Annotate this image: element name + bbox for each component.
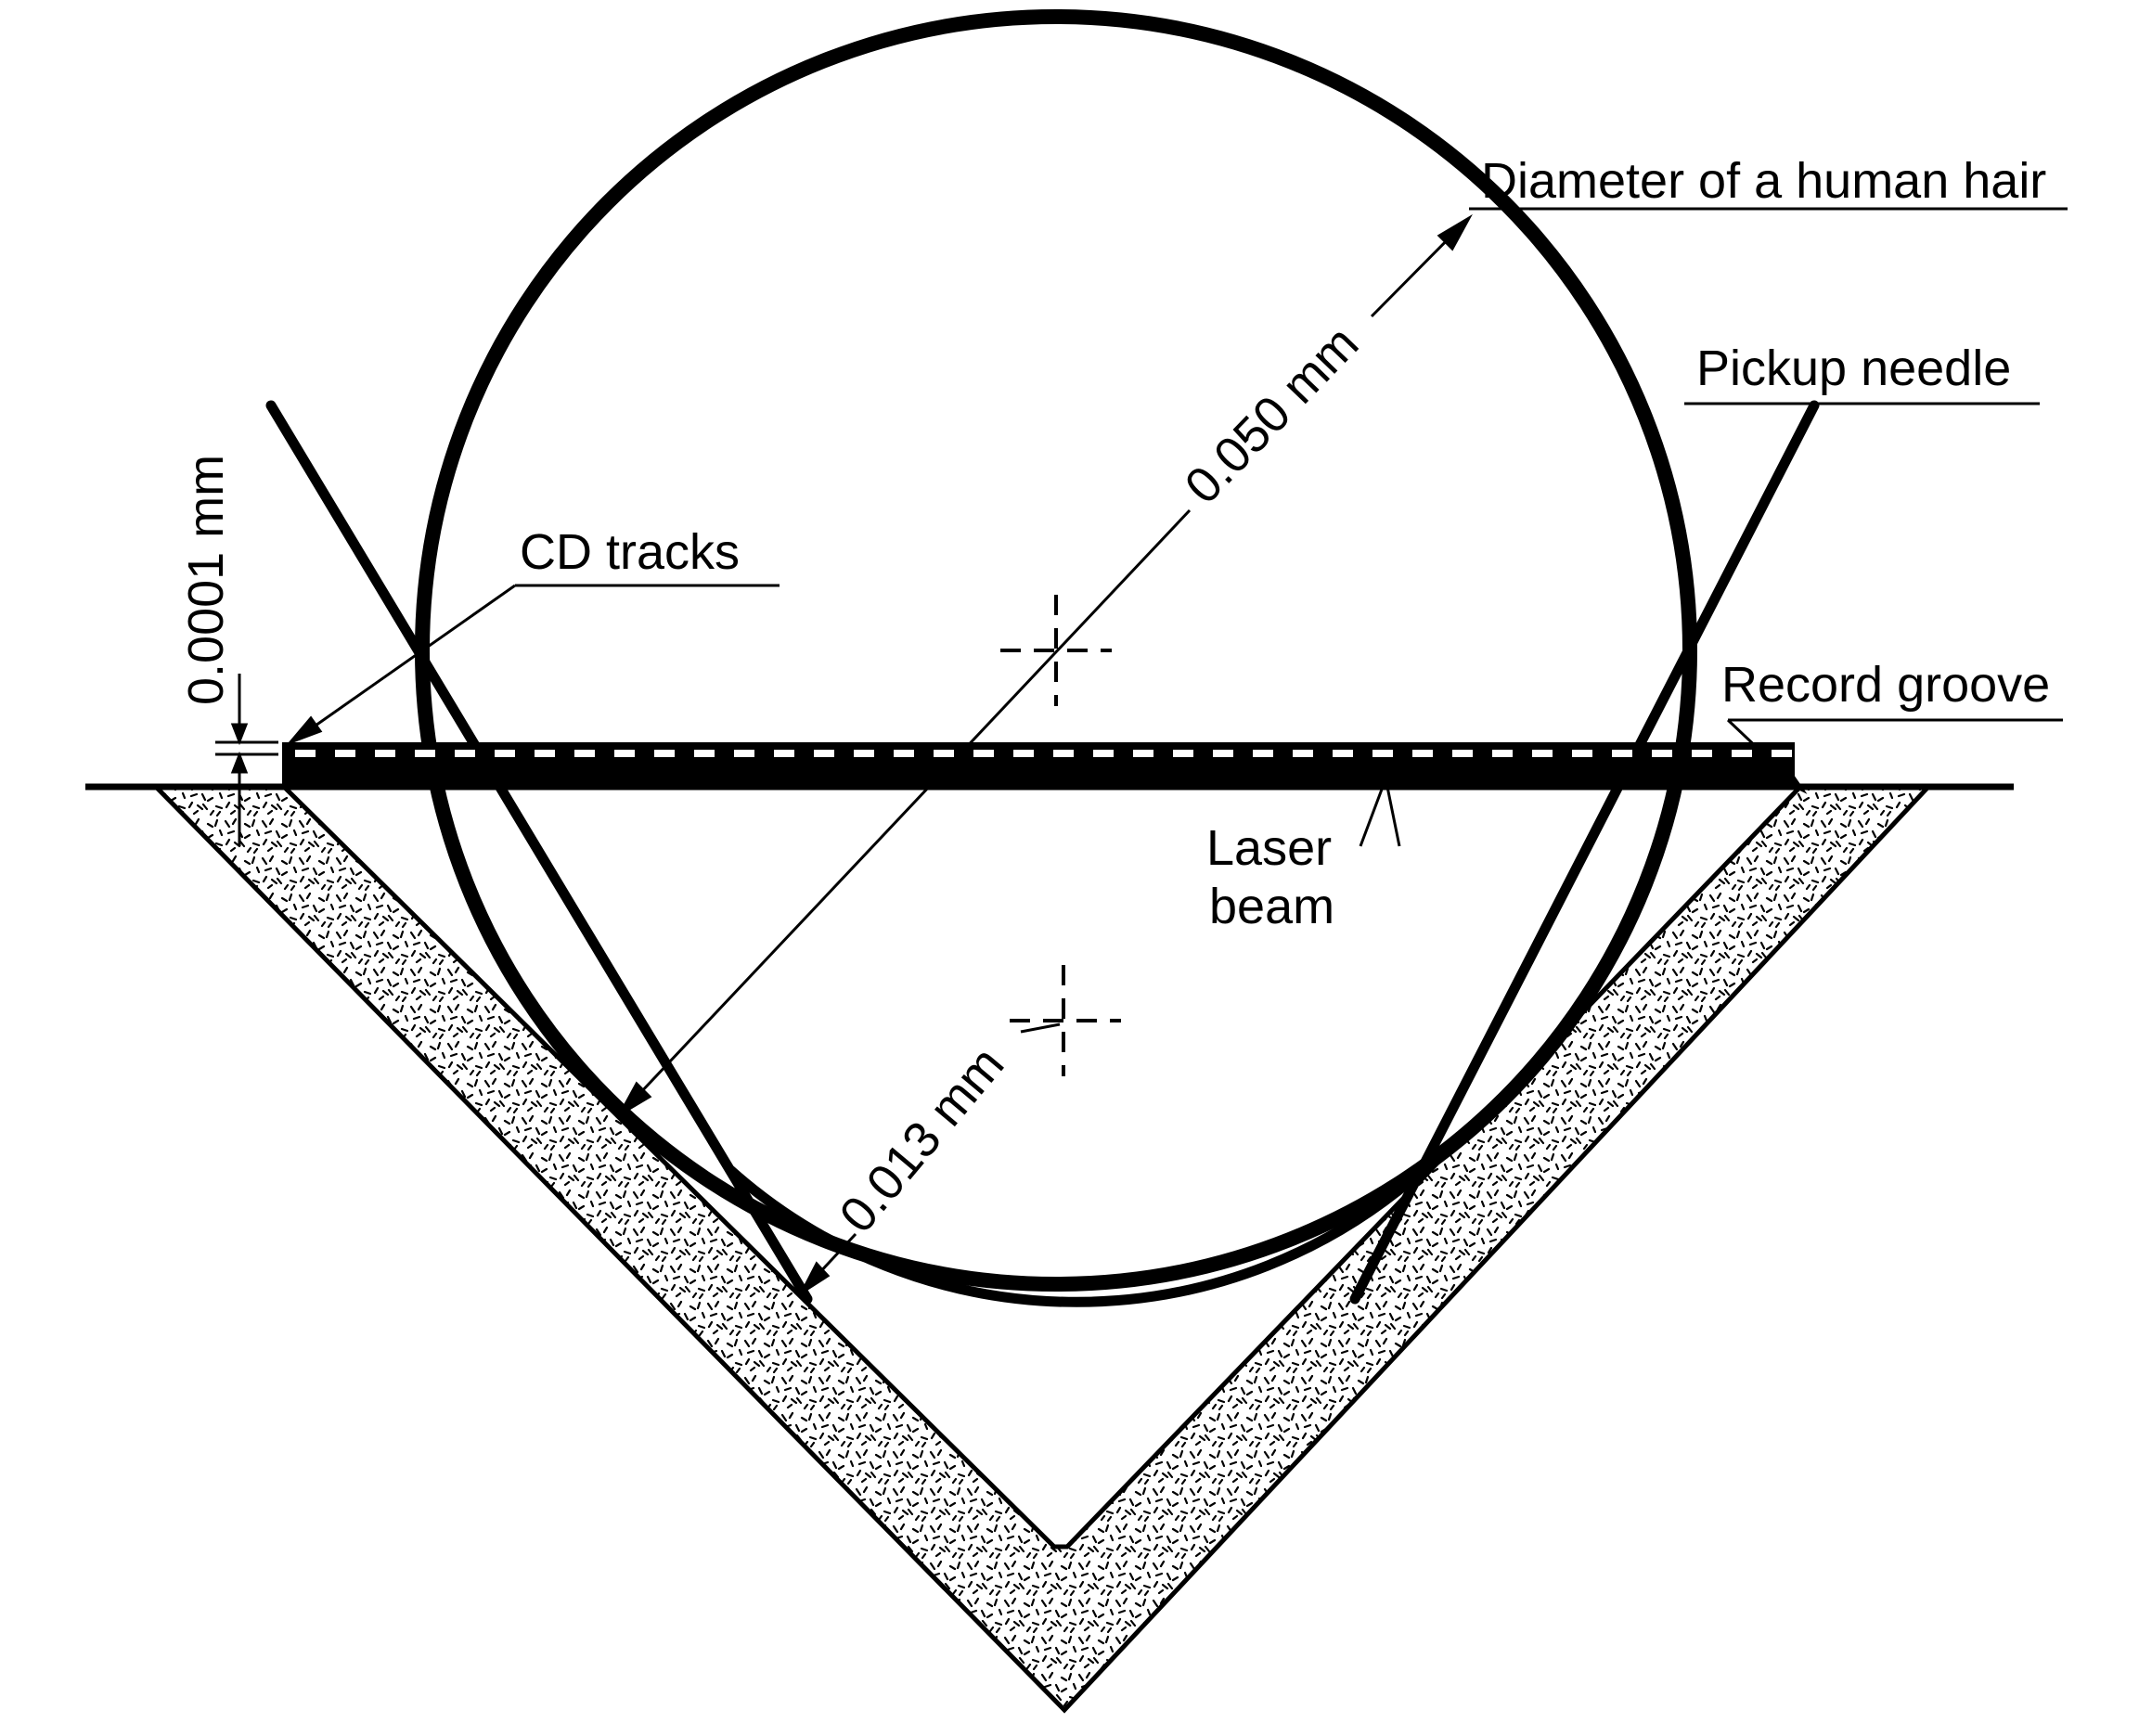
cd-track-pit	[1772, 750, 1792, 757]
cd-track-pit	[1732, 750, 1752, 757]
needle-tip-center-mark	[1010, 965, 1121, 1076]
cd-track-pit	[894, 750, 914, 757]
cd-track-pit	[415, 750, 435, 757]
cd-track-pit	[295, 750, 316, 757]
record-groove	[150, 784, 1934, 1714]
cd-track-pit	[934, 750, 954, 757]
record-groove-label: Record groove	[1721, 657, 2050, 713]
hair-diameter-dimension	[616, 213, 1473, 1119]
groove-label-leader	[1726, 718, 2063, 794]
cd-track-pit	[814, 750, 834, 757]
cd-track-pit	[1213, 750, 1233, 757]
cd-track-pit	[495, 750, 515, 757]
needle-tip-arc	[727, 1165, 1426, 1307]
cd-track-pit	[1372, 750, 1393, 757]
cd-track-pit	[694, 750, 715, 757]
cd-track-pit	[1053, 750, 1074, 757]
cd-track-pit	[1532, 750, 1553, 757]
cd-track-pit	[1452, 750, 1473, 757]
cd-track-pit	[1572, 750, 1592, 757]
cd-track-pit	[1492, 750, 1513, 757]
hair-diameter-label: Diameter of a human hair	[1481, 153, 2046, 209]
cd-track-thickness-value: 0.0001 mm	[178, 455, 234, 705]
cd-track-pit	[1652, 750, 1672, 757]
cd-track-pit	[1412, 750, 1433, 757]
needle-tip-dimension	[798, 1022, 1061, 1297]
cd-track-pit	[654, 750, 675, 757]
cd-track-pit	[1173, 750, 1193, 757]
cd-track-pit	[973, 750, 994, 757]
cd-track-pit	[1013, 750, 1034, 757]
cd-track-pit	[574, 750, 595, 757]
laser-beam-label-line2: beam	[1209, 879, 1334, 934]
cd-tracks-label: CD tracks	[520, 524, 740, 580]
cd-track-pit	[1612, 750, 1632, 757]
cd-track-pit	[375, 750, 395, 757]
cd-track-strip	[282, 742, 1795, 787]
cd-track-pit	[335, 750, 355, 757]
cd-track-pit	[734, 750, 754, 757]
hair-diameter-value: 0.050 mm	[1174, 315, 1369, 514]
cd-track-pit	[854, 750, 874, 757]
hair-center-mark	[1000, 595, 1112, 706]
cd-track-pit	[1133, 750, 1153, 757]
laser-beam-label-line1: Laser	[1206, 820, 1332, 876]
laser-beam-lines	[1359, 786, 1401, 847]
cd-track-thickness-dimension	[215, 674, 278, 846]
pickup-needle-label: Pickup needle	[1696, 341, 2011, 396]
cd-track-pit	[1253, 750, 1273, 757]
cd-track-pit	[1293, 750, 1313, 757]
cd-track-pit	[535, 750, 555, 757]
cd-track-pit	[774, 750, 794, 757]
cd-track-pit	[1093, 750, 1114, 757]
cd-track-pit	[614, 750, 635, 757]
cd-tracks-label-leader	[286, 584, 780, 746]
cd-track-pit	[455, 750, 475, 757]
cd-track-pit	[1333, 750, 1353, 757]
pickup-needle	[265, 400, 1820, 1305]
cd-track-pit	[1692, 750, 1712, 757]
